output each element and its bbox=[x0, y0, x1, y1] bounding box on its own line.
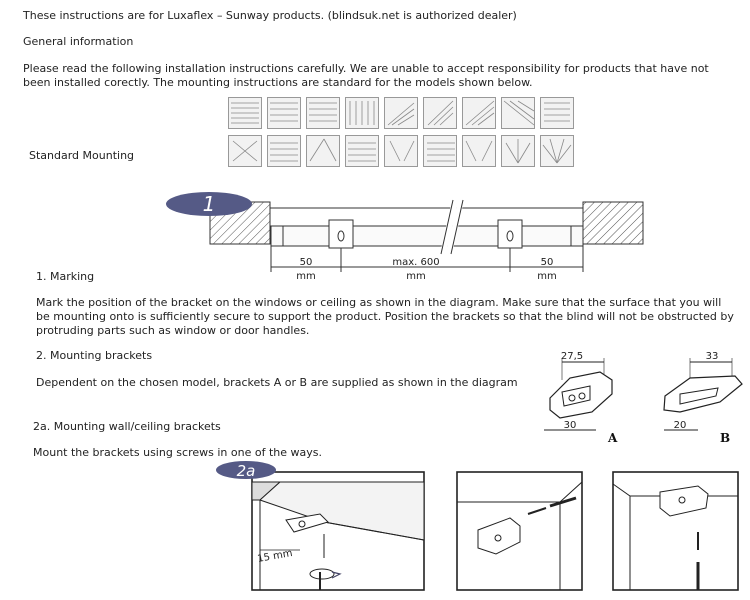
general-heading: General information bbox=[23, 35, 134, 48]
model-thumb-lines bbox=[231, 100, 572, 164]
wall-heading: 2a. Mounting wall/ceiling brackets bbox=[33, 420, 221, 433]
bracket-left bbox=[328, 219, 354, 249]
mounting-spacing-diagram: 1 50 mm max. 600 mm 50 mm bbox=[166, 192, 644, 282]
bracket-b-bottom-dim: 20 bbox=[674, 420, 687, 431]
step-1-badge-text: 1 bbox=[203, 192, 216, 216]
step-2a-badge-text: 2a bbox=[237, 462, 256, 480]
general-text: Please read the following installation i… bbox=[23, 62, 709, 89]
headrail bbox=[270, 225, 584, 247]
dim-mid-unit: mm bbox=[406, 271, 425, 282]
bracket-b-shape bbox=[663, 375, 743, 413]
dim-left-unit: mm bbox=[296, 271, 315, 282]
model-thumb bbox=[462, 135, 496, 167]
mount-panel-ceiling: 15 mm bbox=[251, 471, 425, 591]
bracket-b-label: B bbox=[720, 431, 730, 445]
bracket-a-label: A bbox=[607, 431, 618, 445]
mount-panel-wall bbox=[456, 471, 583, 591]
marking-text: Mark the position of the bracket on the … bbox=[36, 296, 734, 337]
dim-right-unit: mm bbox=[537, 271, 556, 282]
bracket-a-top-dim: 27,5 bbox=[561, 351, 583, 362]
product-models-grid bbox=[228, 97, 588, 172]
model-thumb bbox=[423, 135, 457, 167]
step-1-badge bbox=[166, 192, 252, 216]
bracket-a-shape bbox=[549, 371, 613, 419]
marking-heading: 1. Marking bbox=[36, 270, 95, 283]
model-thumb bbox=[267, 97, 301, 129]
step-2a-badge bbox=[216, 461, 276, 479]
model-thumb bbox=[501, 97, 535, 129]
model-thumb bbox=[384, 135, 418, 167]
bracket-b-top-dim: 33 bbox=[706, 351, 719, 362]
right-wall bbox=[582, 201, 644, 245]
model-thumb bbox=[306, 135, 340, 167]
brackets-heading: 2. Mounting brackets bbox=[36, 349, 153, 362]
model-thumb bbox=[267, 135, 301, 167]
wall-ceiling-mount-diagram: 15 mm 2a bbox=[216, 461, 739, 591]
model-thumb bbox=[345, 135, 379, 167]
model-thumb bbox=[306, 97, 340, 129]
model-thumb bbox=[228, 135, 262, 167]
model-thumb bbox=[540, 97, 574, 129]
bracket-types-diagram: 27,5 30 A 33 20 B bbox=[544, 351, 743, 445]
bracket-a-bottom-dim: 30 bbox=[564, 420, 577, 431]
standard-mounting-label: Standard Mounting bbox=[29, 149, 135, 162]
wall-text: Mount the brackets using screws in one o… bbox=[33, 446, 322, 459]
intro-text: These instructions are for Luxaflex – Su… bbox=[23, 9, 517, 22]
brackets-text: Dependent on the chosen model, brackets … bbox=[36, 376, 518, 389]
bracket-right bbox=[497, 219, 523, 249]
dim-right-value: 50 bbox=[541, 257, 554, 268]
mount-panel-top bbox=[612, 471, 739, 591]
dim-mid-value: max. 600 bbox=[392, 257, 439, 268]
dim-left-value: 50 bbox=[300, 257, 313, 268]
